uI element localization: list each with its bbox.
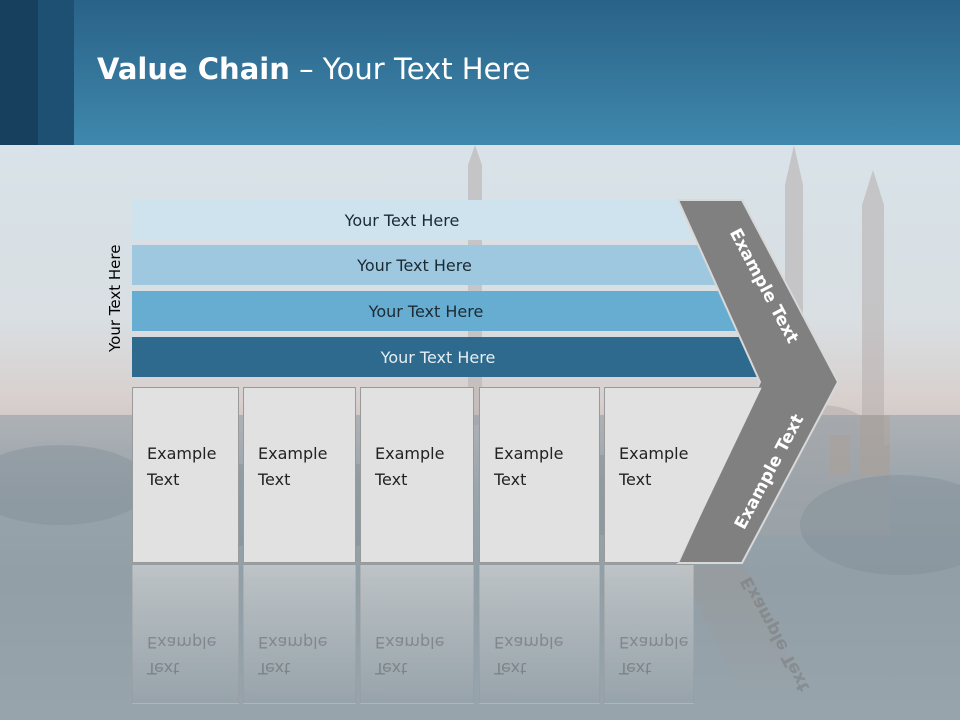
refl-1-line1: Example <box>147 633 217 652</box>
chevron-shape <box>676 199 840 564</box>
cell-reflection-4: Text Example <box>479 564 600 704</box>
cell-4-line2: Text <box>494 470 527 489</box>
cell-2-line2: Text <box>258 470 291 489</box>
cell-reflection-2: Text Example <box>243 564 356 704</box>
row-4-label: Your Text Here <box>380 347 496 367</box>
row-1-label: Your Text Here <box>344 210 460 230</box>
activity-cell-3: Example Text <box>360 387 474 563</box>
refl-3-line2: Text <box>375 659 408 678</box>
header-bar: Value Chain – Your Text Here <box>0 0 960 145</box>
cell-reflection-3: Text Example <box>360 564 474 704</box>
refl-4-line1: Example <box>494 633 564 652</box>
row-2-label: Your Text Here <box>357 255 472 275</box>
refl-5-line1: Example <box>619 633 689 652</box>
header-accent-mid <box>38 0 74 145</box>
activity-cell-2: Example Text <box>243 387 356 563</box>
cell-2-line1: Example <box>258 444 328 463</box>
cell-3-line1: Example <box>375 444 445 463</box>
cell-reflection-5: Text Example <box>604 564 694 704</box>
refl-3-line1: Example <box>375 633 445 652</box>
refl-4-line2: Text <box>494 659 527 678</box>
row-1: Your Text Here <box>132 200 692 240</box>
header-accent-dark <box>0 0 38 145</box>
activity-cell-1: Example Text <box>132 387 239 563</box>
cell-3-line2: Text <box>375 470 408 489</box>
row-3-label: Your Text Here <box>368 301 484 321</box>
refl-2-line2: Text <box>258 659 291 678</box>
cell-4-line1: Example <box>494 444 564 463</box>
cell-5-line1: Example <box>619 444 689 463</box>
cell-1-line1: Example <box>147 444 217 463</box>
row-2: Your Text Here <box>132 245 717 285</box>
refl-2-line1: Example <box>258 633 328 652</box>
chevron-reflection <box>678 565 810 700</box>
slide-title: Value Chain – Your Text Here <box>97 52 531 86</box>
cell-1-line2: Text <box>147 470 180 489</box>
cell-5-line2: Text <box>619 470 652 489</box>
row-3: Your Text Here <box>132 291 740 331</box>
refl-5-line2: Text <box>619 659 652 678</box>
activity-cell-4: Example Text <box>479 387 600 563</box>
refl-1-line2: Text <box>147 659 180 678</box>
title-rest: – Your Text Here <box>289 52 531 86</box>
row-4: Your Text Here <box>132 337 764 377</box>
title-bold: Value Chain <box>97 52 290 86</box>
cell-reflection-1: Text Example <box>132 564 239 704</box>
